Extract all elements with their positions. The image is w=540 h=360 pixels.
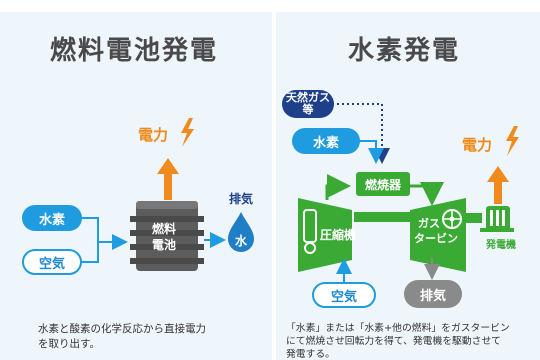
generator-icon [480, 206, 514, 232]
generator-label: 発電機 [486, 240, 516, 251]
fuel-cell-description: 水素と酸素の化学反応から直接電力 を取り出す。 [38, 322, 206, 352]
air-input-pill: 空気 [312, 282, 376, 308]
description-line: を取り出す。 [38, 338, 100, 350]
natural-gas-label-line2: 等 [302, 103, 314, 116]
exhaust-pill: 排気 [404, 280, 462, 308]
power-output-arrow [157, 158, 179, 200]
input-connector-lines [80, 217, 128, 263]
pressure-gauge-icon [303, 209, 317, 254]
hydrogen-input-pill: 水素 [22, 205, 82, 231]
lightning-bolt-icon [506, 126, 519, 156]
power-label: 電力 [462, 136, 493, 154]
description-line: 「水素」または「水素+他の燃料」をガスタービン [286, 323, 510, 334]
lightning-bolt-icon [181, 118, 194, 147]
natural-gas-label-line1: 天然ガス [286, 91, 330, 104]
hydrogen-input-pill: 水素 [292, 128, 360, 154]
fuel-cell-title: 燃料電池発電 [50, 36, 219, 66]
description-line: にて燃焼させ回転力を得て、発電機を駆動させて [286, 336, 502, 347]
water-drop-icon [228, 212, 254, 252]
water-label: 水 [235, 234, 248, 248]
compressor-label: 圧縮機 [320, 228, 357, 242]
exhaust-label: 排気 [229, 192, 254, 206]
generator-power-arrow [487, 166, 509, 204]
description-line: 水素と酸素の化学反応から直接電力 [38, 323, 206, 335]
hydrogen-feed-line [359, 140, 384, 164]
turbine-fan-icon [442, 209, 462, 229]
fuel-cell-label-line2: 電池 [152, 238, 177, 252]
turbine-label-line1: ガス [418, 217, 440, 230]
air-input-pill: 空気 [22, 249, 82, 275]
combustor-box: 燃焼器 [356, 172, 410, 196]
green-flow-lines [325, 174, 444, 222]
fuel-cell-panel [0, 12, 272, 360]
shaft-to-generator [466, 213, 482, 223]
natural-gas-pill: 天然ガス 等 [282, 90, 334, 118]
hydrogen-power-title: 水素発電 [348, 36, 461, 66]
turbine-label-line2: タービン [414, 232, 458, 245]
fuel-cell-label-line1: 燃料 [152, 222, 177, 236]
hydrogen-power-description: 「水素」または「水素+他の燃料」をガスタービン にて燃焼させ回転力を得て、発電機… [286, 322, 510, 360]
description-line: 発電する。 [286, 349, 335, 360]
fuel-cell-stack [130, 201, 204, 271]
power-label: 電力 [138, 126, 169, 144]
